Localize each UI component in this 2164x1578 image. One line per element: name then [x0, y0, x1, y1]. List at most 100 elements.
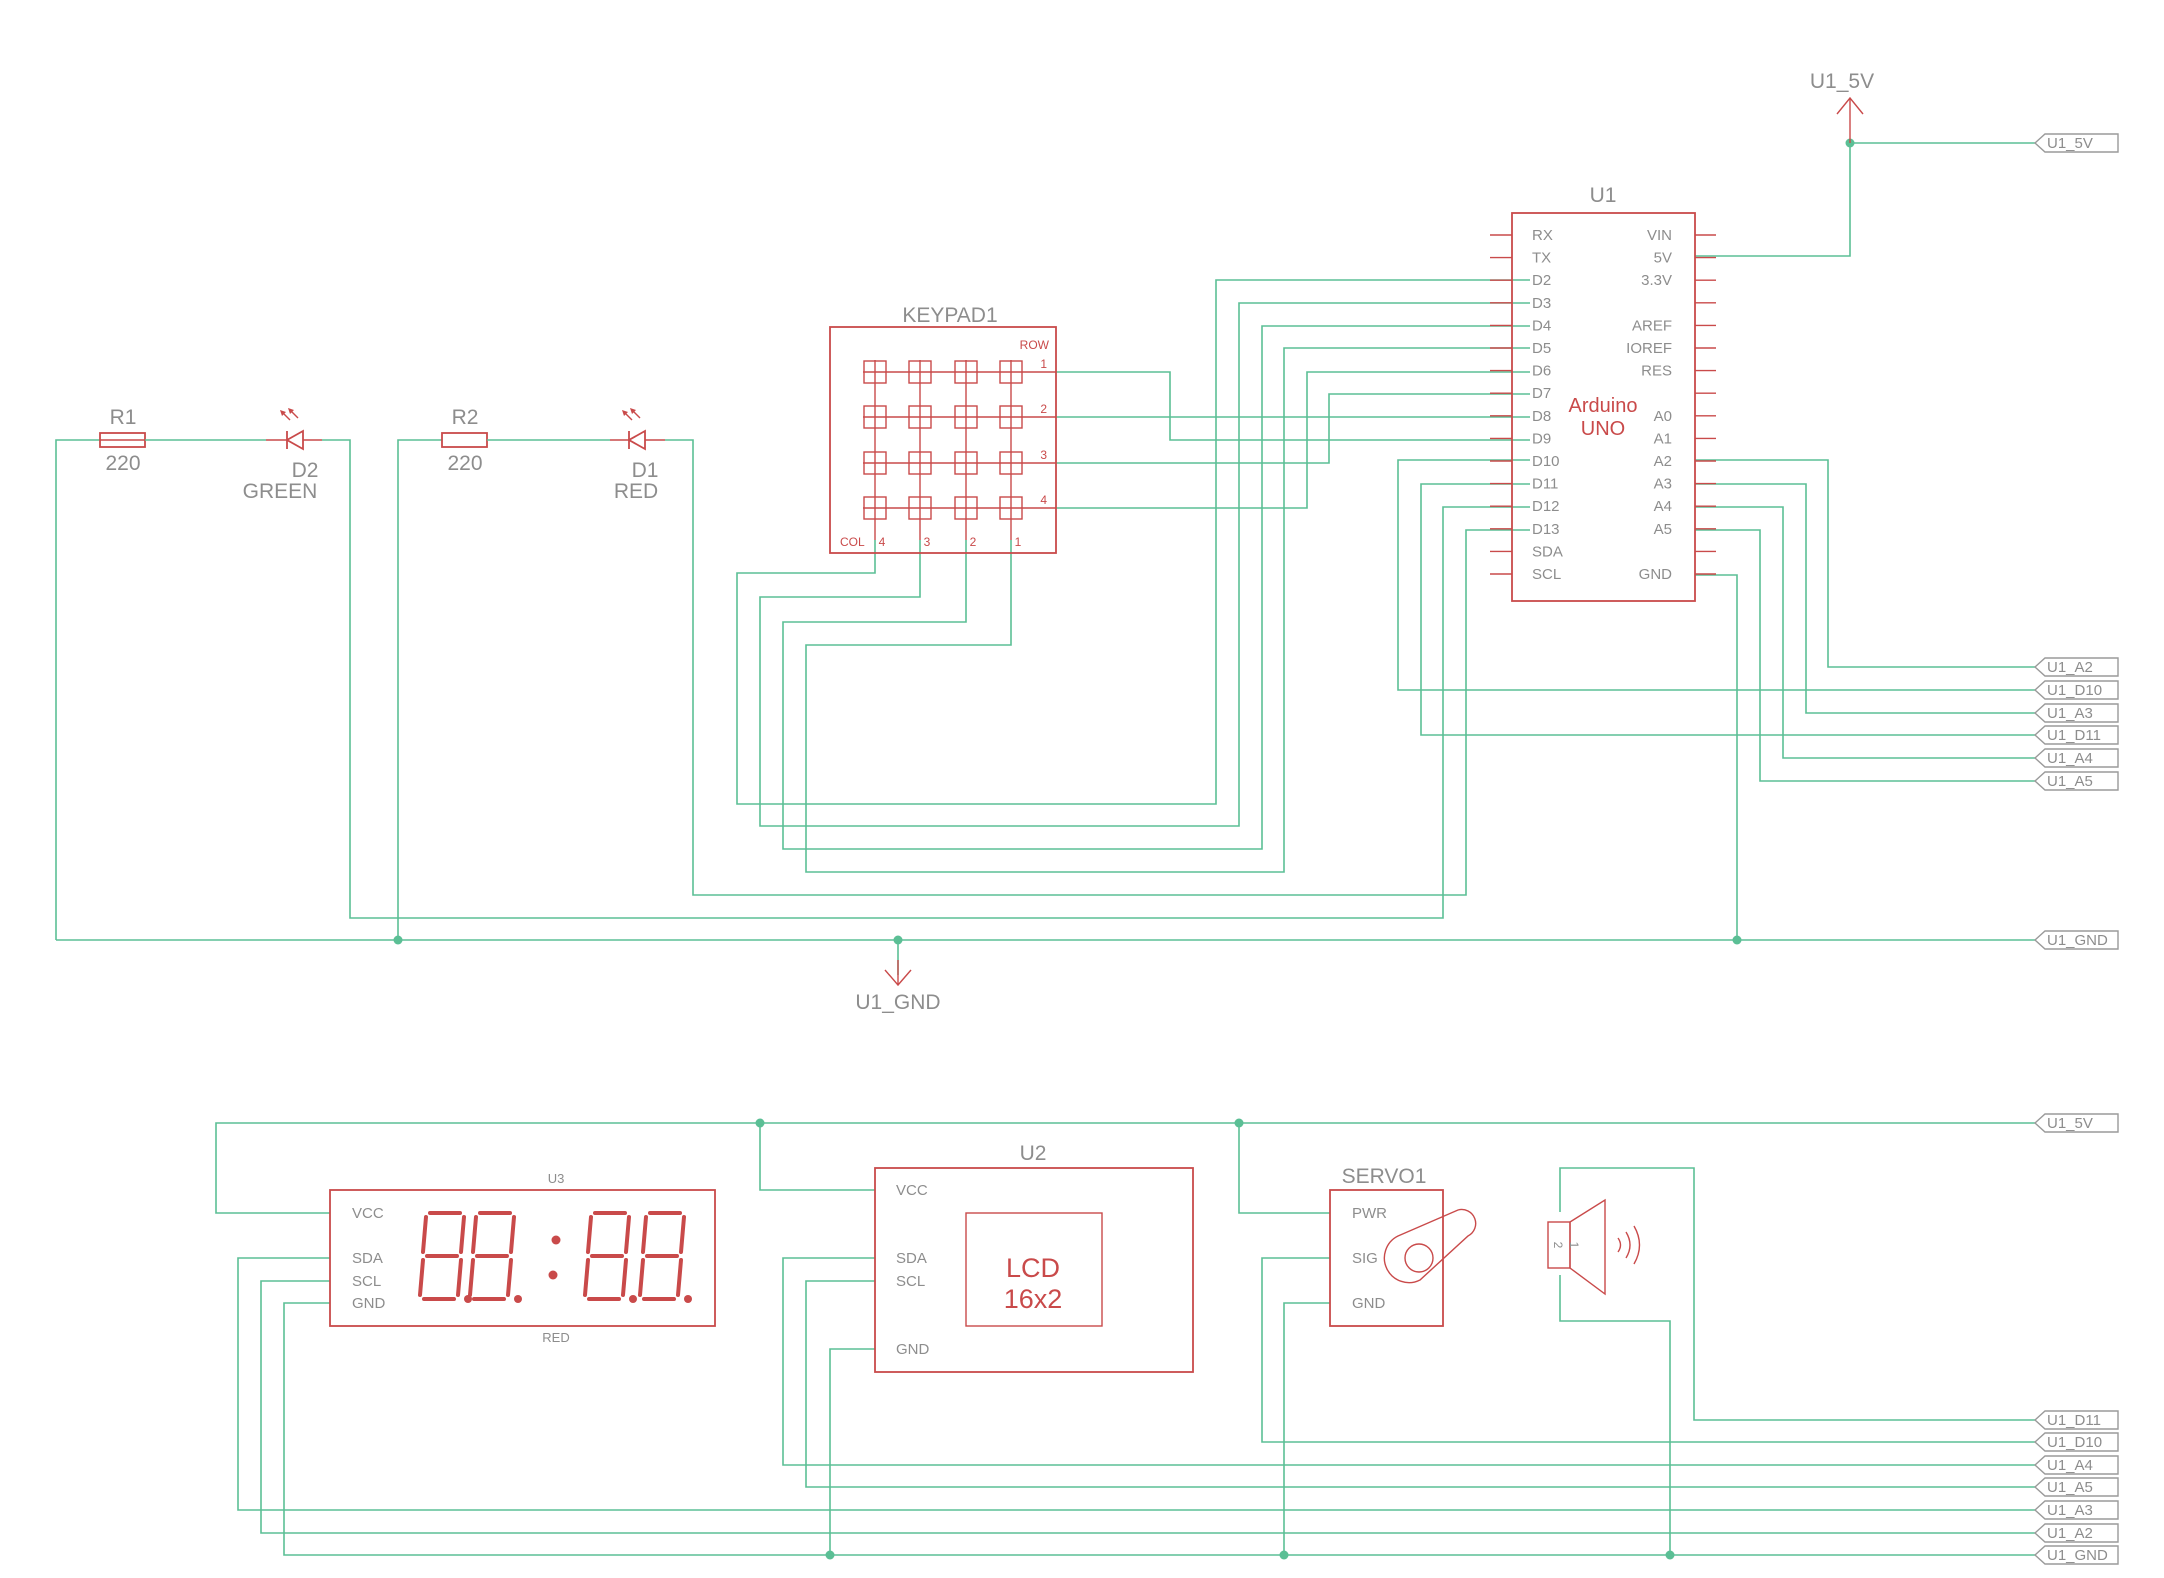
seven-segment-display[interactable]: U3 RED VCC SDA SCL GND: [329, 1171, 716, 1345]
segment: [418, 1258, 425, 1297]
arduino-pin-d6: D6: [1532, 363, 1551, 380]
keypad-row-label: ROW: [1020, 338, 1050, 352]
keypad[interactable]: KEYPAD1 ROW COL 1 2 3 4 4 3 2 1: [829, 304, 1057, 554]
arduino-pin-scl: SCL: [1532, 566, 1561, 583]
arduino-pin-d7: D7: [1532, 385, 1551, 402]
segment: [506, 1258, 513, 1297]
arduino-pin-aref: AREF: [1632, 317, 1672, 334]
arduino-pin-d9: D9: [1532, 430, 1551, 447]
lcd-text-line1: LCD: [1006, 1253, 1060, 1283]
arduino-ref: U1: [1590, 184, 1617, 207]
servo-pin-sig: SIG: [1352, 1250, 1378, 1267]
net-flag: [2033, 930, 2119, 950]
keypad-key: [863, 451, 887, 475]
keypad-row-3: 3: [1040, 448, 1047, 462]
servo-pin-gnd: GND: [1352, 1295, 1386, 1312]
arduino-pin-vin: VIN: [1647, 227, 1672, 244]
lcd-pin-scl: SCL: [896, 1273, 925, 1290]
colon-dot: [548, 1270, 558, 1280]
keypad-row-4: 4: [1040, 493, 1047, 507]
segment: [509, 1215, 516, 1254]
net-flags-top: U1_5VU1_A2U1_D10U1_A3U1_D11U1_A4U1_A5U1_…: [2033, 133, 2119, 950]
d1-ref: D1: [632, 459, 659, 482]
net-flag-label: U1_D11: [2047, 1412, 2101, 1429]
arduino-pin-a1: A1: [1654, 430, 1672, 447]
segment: [471, 1215, 478, 1254]
lcd-module[interactable]: U2 VCC SDA SCL GND LCD 16x2: [874, 1142, 1194, 1373]
net-flag: [2033, 1500, 2119, 1520]
resistor-r2[interactable]: R2 220: [441, 406, 610, 475]
segment: [624, 1215, 631, 1254]
net-flag-label: U1_D10: [2047, 1434, 2102, 1451]
display-ref: U3: [548, 1171, 565, 1186]
arduino-pin-d11: D11: [1532, 476, 1558, 493]
segment: [456, 1258, 463, 1297]
net-flag: [2033, 1432, 2119, 1452]
buzzer-pin-1: 1: [1567, 1242, 1581, 1249]
buzzer[interactable]: 1 2: [1547, 1198, 1641, 1296]
net-flag: [2033, 133, 2119, 153]
wires-top: [55, 142, 2035, 975]
keypad-key: [908, 405, 932, 429]
ground-label: U1_GND: [855, 991, 940, 1014]
keypad-key: [999, 360, 1023, 384]
arduino-pin-d8: D8: [1532, 408, 1551, 425]
display-color: RED: [542, 1330, 569, 1345]
led-d2[interactable]: D2 GREEN: [243, 408, 322, 503]
segment: [468, 1258, 475, 1297]
lcd-pin-vcc: VCC: [896, 1182, 928, 1199]
net-flag: [2033, 657, 2119, 677]
segment: [459, 1215, 466, 1254]
arduino-pin-d12: D12: [1532, 498, 1560, 515]
net-flag: [2033, 748, 2119, 768]
arduino-pin-d13: D13: [1532, 521, 1560, 538]
arduino-name-line2: UNO: [1581, 418, 1625, 440]
servo-motor[interactable]: SERVO1 PWR SIG GND: [1329, 1165, 1477, 1327]
r1-value: 220: [105, 452, 140, 475]
keypad-key-grid: [863, 360, 1056, 540]
arduino-pin-d3: D3: [1532, 295, 1551, 312]
d2-ref: D2: [292, 459, 319, 482]
net-flag: [2033, 1455, 2119, 1475]
arduino-pin-res: RES: [1641, 363, 1672, 380]
decimal-point: [464, 1295, 472, 1303]
r2-value: 220: [447, 452, 482, 475]
keypad-key: [863, 405, 887, 429]
segment: [638, 1258, 645, 1297]
arduino-pin-3-3v: 3.3V: [1641, 272, 1672, 289]
arduino-pin-d5: D5: [1532, 340, 1551, 357]
keypad-row-1: 1: [1040, 357, 1047, 371]
arduino-pin-a3: A3: [1654, 476, 1672, 493]
wires-bottom: [215, 1122, 2035, 1556]
resistor-r1[interactable]: R1 220: [99, 406, 266, 475]
arduino-uno[interactable]: U1 Arduino UNO RXTXD2D3D4D5D6D7D8D9D10D1…: [1490, 184, 1716, 602]
net-flag: [2033, 725, 2119, 745]
segment: [676, 1258, 683, 1297]
keypad-key: [954, 451, 978, 475]
keypad-key: [999, 496, 1023, 520]
net-flags-bottom: U1_5VU1_D11U1_D10U1_A4U1_A5U1_A3U1_A2U1_…: [2033, 1113, 2119, 1565]
keypad-col-1: 1: [1015, 535, 1022, 549]
servo-pin-pwr: PWR: [1352, 1205, 1387, 1222]
net-flag-label: U1_5V: [2047, 135, 2093, 152]
segment: [679, 1215, 686, 1254]
net-flag-label: U1_5V: [2047, 1115, 2093, 1132]
net-flag: [2033, 1410, 2119, 1430]
net-flag-label: U1_A3: [2047, 705, 2093, 722]
keypad-ref: KEYPAD1: [902, 304, 997, 327]
net-flag-label: U1_GND: [2047, 932, 2108, 949]
led-d1[interactable]: D1 RED: [610, 408, 665, 503]
net-flag-label: U1_A2: [2047, 659, 2093, 676]
keypad-key: [954, 360, 978, 384]
power-5v-label: U1_5V: [1810, 70, 1874, 93]
decimal-point: [514, 1295, 522, 1303]
d2-color: GREEN: [243, 480, 318, 503]
buzzer-pin-2: 2: [1551, 1242, 1565, 1249]
colon-dot: [551, 1235, 561, 1245]
lcd-pin-gnd: GND: [896, 1341, 930, 1358]
net-flag-label: U1_GND: [2047, 1547, 2108, 1564]
r1-ref: R1: [110, 406, 137, 429]
net-flag-label: U1_A3: [2047, 1502, 2093, 1519]
keypad-key: [999, 451, 1023, 475]
